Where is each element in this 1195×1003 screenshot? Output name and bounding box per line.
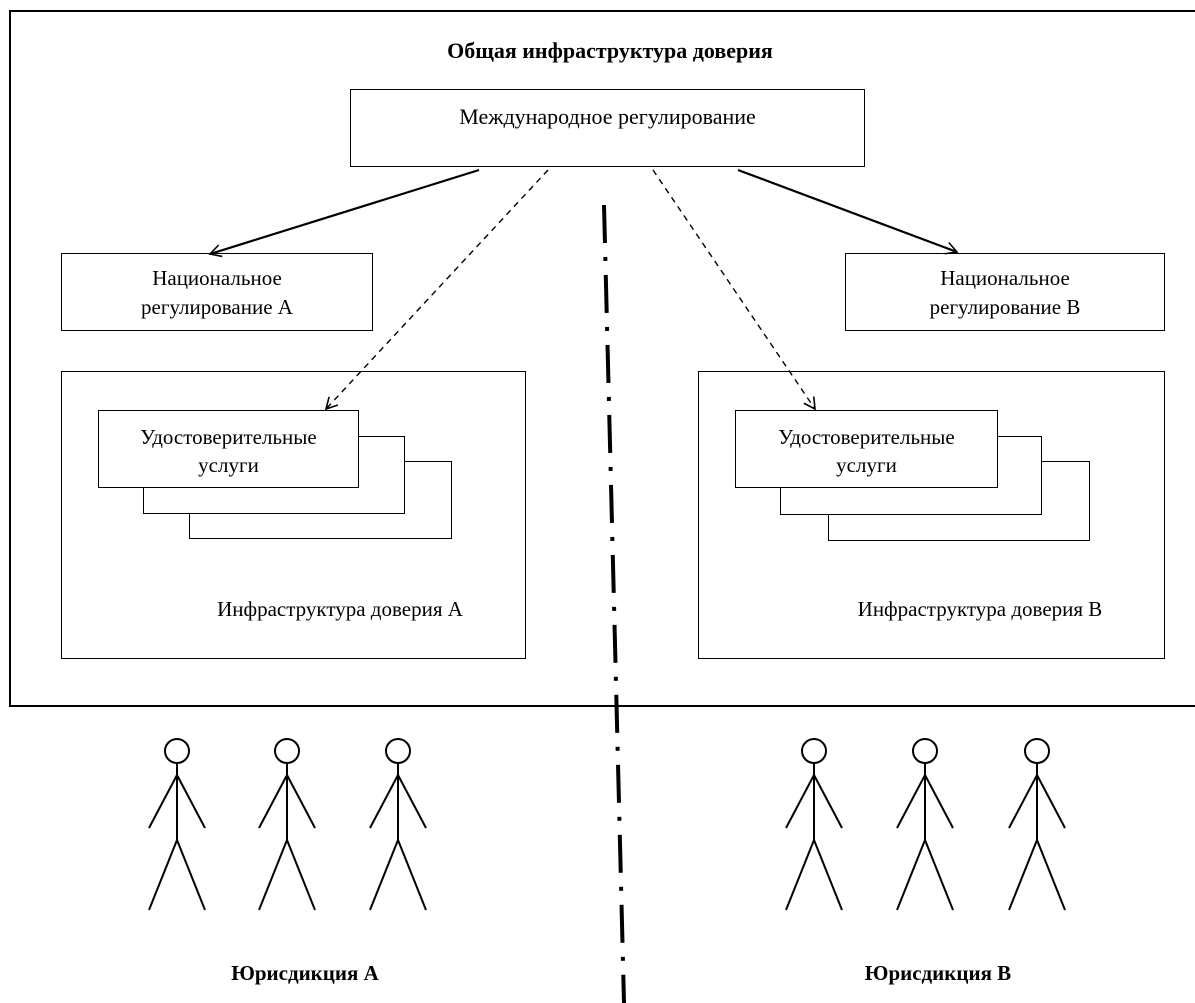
trust-services-a-line1: Удостоверительные xyxy=(140,425,317,449)
national-regulation-a-line2: регулирование А xyxy=(141,295,293,319)
national-regulation-b-line2: регулирование В xyxy=(929,295,1081,319)
trust-services-b-box xyxy=(735,410,998,488)
national-regulation-b-box xyxy=(845,253,1165,331)
dashed-arrow-to-trust-services-b xyxy=(652,169,816,411)
international-regulation-box xyxy=(350,89,865,167)
national-regulation-b-line1: Национальное xyxy=(940,266,1070,290)
trust-services-b-line1: Удостоверительные xyxy=(778,425,955,449)
person-icon xyxy=(1008,738,1066,911)
jurisdiction-a-label: Юрисдикция А xyxy=(231,961,379,985)
common-infrastructure-title: Общая инфраструктура доверия xyxy=(447,38,773,63)
trust-services-b-line2: услуги xyxy=(836,453,897,477)
trust-services-a-box xyxy=(98,410,359,488)
trust-infrastructure-a-label: Инфраструктура доверия А xyxy=(217,597,463,621)
arrow-to-national-regulation-b xyxy=(737,168,959,255)
dashed-arrow-to-trust-services-a xyxy=(324,169,549,411)
person-icon xyxy=(896,738,954,911)
common-trust-infrastructure-frame xyxy=(9,10,1195,707)
person-icon xyxy=(369,738,427,911)
trust-services-a-line2: услуги xyxy=(198,453,259,477)
jurisdiction-b-people xyxy=(785,738,1066,911)
trust-infrastructure-b-label: Инфраструктура доверия В xyxy=(857,597,1103,621)
national-regulation-a-line1: Национальное xyxy=(152,266,282,290)
person-icon xyxy=(258,738,316,911)
person-icon xyxy=(785,738,843,911)
jurisdiction-divider-line xyxy=(602,204,626,1003)
arrow-to-national-regulation-a xyxy=(208,168,480,258)
international-regulation-label: Международное регулирование xyxy=(459,104,756,129)
jurisdiction-b-label: Юрисдикция В xyxy=(864,961,1012,985)
national-regulation-a-box xyxy=(61,253,373,331)
person-icon xyxy=(148,738,206,911)
jurisdiction-a-people xyxy=(148,738,427,911)
